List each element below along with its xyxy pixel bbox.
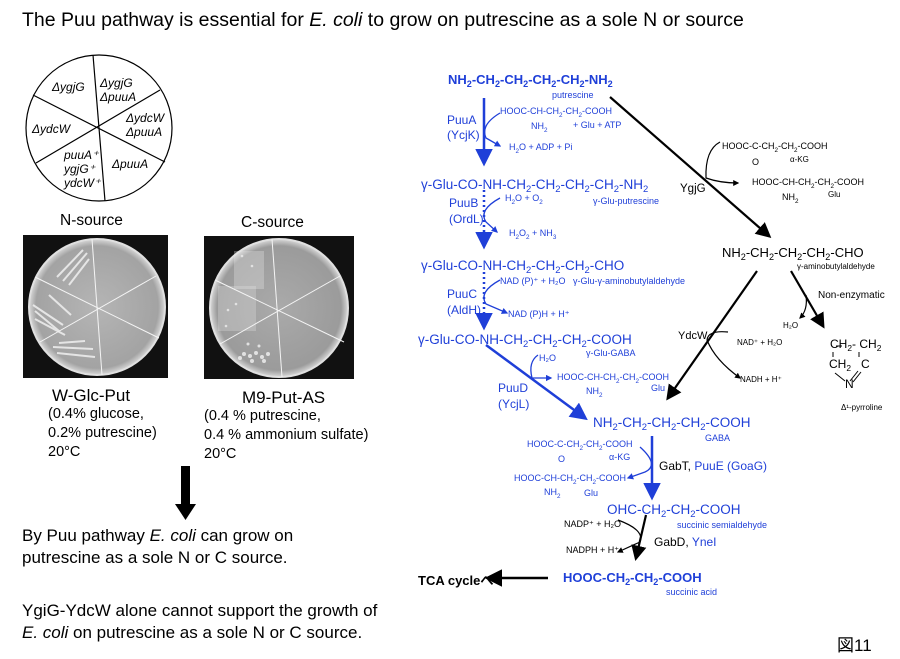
gabd-reactants: NADP⁺ + H₂O [564, 519, 622, 529]
medium-c-source: M9-Put-AS [242, 388, 326, 407]
compound-glu-putrescine: γ-Glu-CO-NH-CH2-CH2-CH2-CH2-NH2 [421, 177, 649, 195]
enzyme-puud: PuuD(YcjL) [498, 381, 530, 411]
gabt-glu-formula: HOOC-CH-CH2-CH2-COOH [514, 473, 627, 486]
plate-photo-n-source [23, 235, 168, 378]
sector-label-ygjg: ΔygjG [52, 80, 85, 94]
pyrroline-n: N [845, 377, 854, 391]
compound-putrescine: NH2-CH2-CH2-CH2-CH2-NH2 [448, 72, 613, 89]
puud-glu-formula: HOOC-CH-CH2-CH2-COOH [557, 372, 670, 385]
label-succinic-semialdehyde: succinic semialdehyde [677, 520, 768, 530]
puuc-products: NAD (P)H + H⁺ [508, 309, 570, 319]
label-pyrroline: Δ¹-pyrroline [841, 403, 883, 412]
gabt-akg-label: α-KG [609, 452, 631, 462]
puu-pathway-arrows [475, 98, 661, 587]
pyrroline-middle: CH2 C [829, 357, 870, 373]
enzyme-gabt: GabT, PuuE (GoaG) [659, 459, 768, 473]
puud-glu-nh2: NH2 [586, 386, 603, 399]
sector-label-wildtype: puuA⁺ygjG⁺ydcW⁺ [64, 148, 101, 190]
conclusion-ygjg-ydcw: YgiG-YdcW alone cannot support the growt… [22, 601, 378, 642]
enzyme-ydcw: YdcW [678, 330, 708, 342]
puua-products: H2O + ADP + Pi [509, 142, 573, 155]
plate-heading-n-source: N-source [60, 212, 123, 229]
plate-photo-c-source [204, 236, 354, 379]
enzyme-gabd: GabD, YneI [654, 535, 717, 549]
ygjg-akg-formula: HOOC-C-CH2-CH2-COOH [722, 141, 828, 154]
medium-details-c-source: (0.4 % putrescine,0.4 % ammonium sulfate… [204, 408, 369, 462]
compound-succinic-acid: HOOC-CH2-CH2-COOH [563, 570, 702, 587]
reactant-glu-formula: HOOC-CH-CH2-CH2-COOH [500, 106, 613, 119]
plate-heading-c-source: C-source [241, 214, 304, 231]
medium-details-n-source: (0.4% glucose,0.2% putrescine)20°C [48, 406, 157, 460]
label-glu-aminobutylaldehyde: γ-Glu-γ-aminobutylaldehyde [573, 276, 686, 286]
puuc-reactants: NAD (P)⁺ + H₂O [500, 276, 566, 286]
gabt-akg-formula: HOOC-C-CH2-CH2-COOH [527, 439, 633, 452]
compound-gaba: NH2-CH2-CH2-CH2-COOH [593, 415, 751, 433]
label-gaba: GABA [705, 433, 731, 443]
ygjg-akg-label: α-KG [790, 155, 809, 164]
reactant-glu-nh2: NH2 [531, 121, 548, 134]
gabt-glu-label: Glu [584, 488, 599, 498]
tca-cycle-label: TCA cycleへ [418, 573, 494, 588]
label-aminobutylaldehyde: γ-aminobutylaldehyde [797, 262, 875, 271]
ygjg-akg-oxo: O [752, 157, 760, 167]
ydcw-products: NADH + H⁺ [740, 375, 782, 384]
ygjg-glu-label: Glu [828, 190, 841, 199]
enzyme-puua: PuuA(YcjK) [447, 113, 480, 142]
puub-reactants: H2O + O2 [505, 193, 543, 206]
sector-label-ydcw: ΔydcW [32, 122, 71, 136]
compound-aminobutylaldehyde: NH2-CH2-CH2-CH2-CHO [722, 245, 864, 262]
plate-key-circle [25, 54, 173, 202]
title-text: The Puu pathway is essential for [22, 9, 310, 31]
label-putrescine: putrescine [552, 90, 594, 100]
compound-glu-aminobutylaldehyde: γ-Glu-CO-NH-CH2-CH2-CH2-CHO [421, 258, 625, 276]
compound-succinic-semialdehyde: OHC-CH2-CH2-COOH [607, 502, 741, 520]
ygjg-glu-formula: HOOC-CH-CH2-CH2-COOH [752, 177, 865, 190]
ygjg-glu-nh2: NH2 [782, 192, 799, 205]
puud-glu-label: Glu [651, 383, 666, 393]
label-succinic-acid: succinic acid [666, 587, 718, 597]
sector-label-puua: ΔpuuA [112, 157, 149, 171]
ygjg-ydcw-pathway-arrows [609, 96, 825, 561]
pyrroline-top: CH2- CH2 [830, 337, 882, 353]
puud-h2o: H₂O [539, 353, 556, 363]
conclusion-puu: By Puu pathway E. coli can grow on putre… [22, 526, 294, 567]
down-arrow-icon [175, 466, 196, 520]
gabt-glu-nh2: NH2 [544, 487, 561, 500]
title-italic: E. coli [309, 9, 363, 31]
medium-n-source: W-Glc-Put [52, 386, 131, 405]
label-non-enzymatic: Non-enzymatic [818, 290, 885, 301]
compound-glu-gaba: γ-Glu-CO-NH-CH2-CH2-CH2-COOH [418, 332, 632, 350]
nonenz-h2o: H₂O [783, 321, 799, 330]
gabd-products: NADPH + H⁺ [566, 545, 620, 555]
pyrroline-ring [832, 345, 862, 383]
enzyme-ygjg: YgjG [680, 183, 706, 195]
label-glu-gaba: γ-Glu-GABA [586, 348, 636, 358]
puua-cosubstrates: + Glu + ATP [573, 120, 622, 130]
gabt-akg-oxo: O [558, 454, 566, 464]
title-text-end: to grow on putrescine as a sole N or sou… [362, 9, 744, 31]
ydcw-reactants: NAD⁺ + H₂O [737, 338, 783, 347]
label-glu-putrescine: γ-Glu-putrescine [593, 196, 660, 206]
puub-products: H2O2 + NH3 [509, 228, 557, 241]
enzyme-puuc: PuuC(AldH) [447, 287, 482, 317]
page-title: The Puu pathway is essential for E. coli… [22, 9, 744, 32]
enzyme-puub: PuuB(OrdL) [449, 196, 484, 226]
figure-label: 図11 [837, 636, 872, 655]
